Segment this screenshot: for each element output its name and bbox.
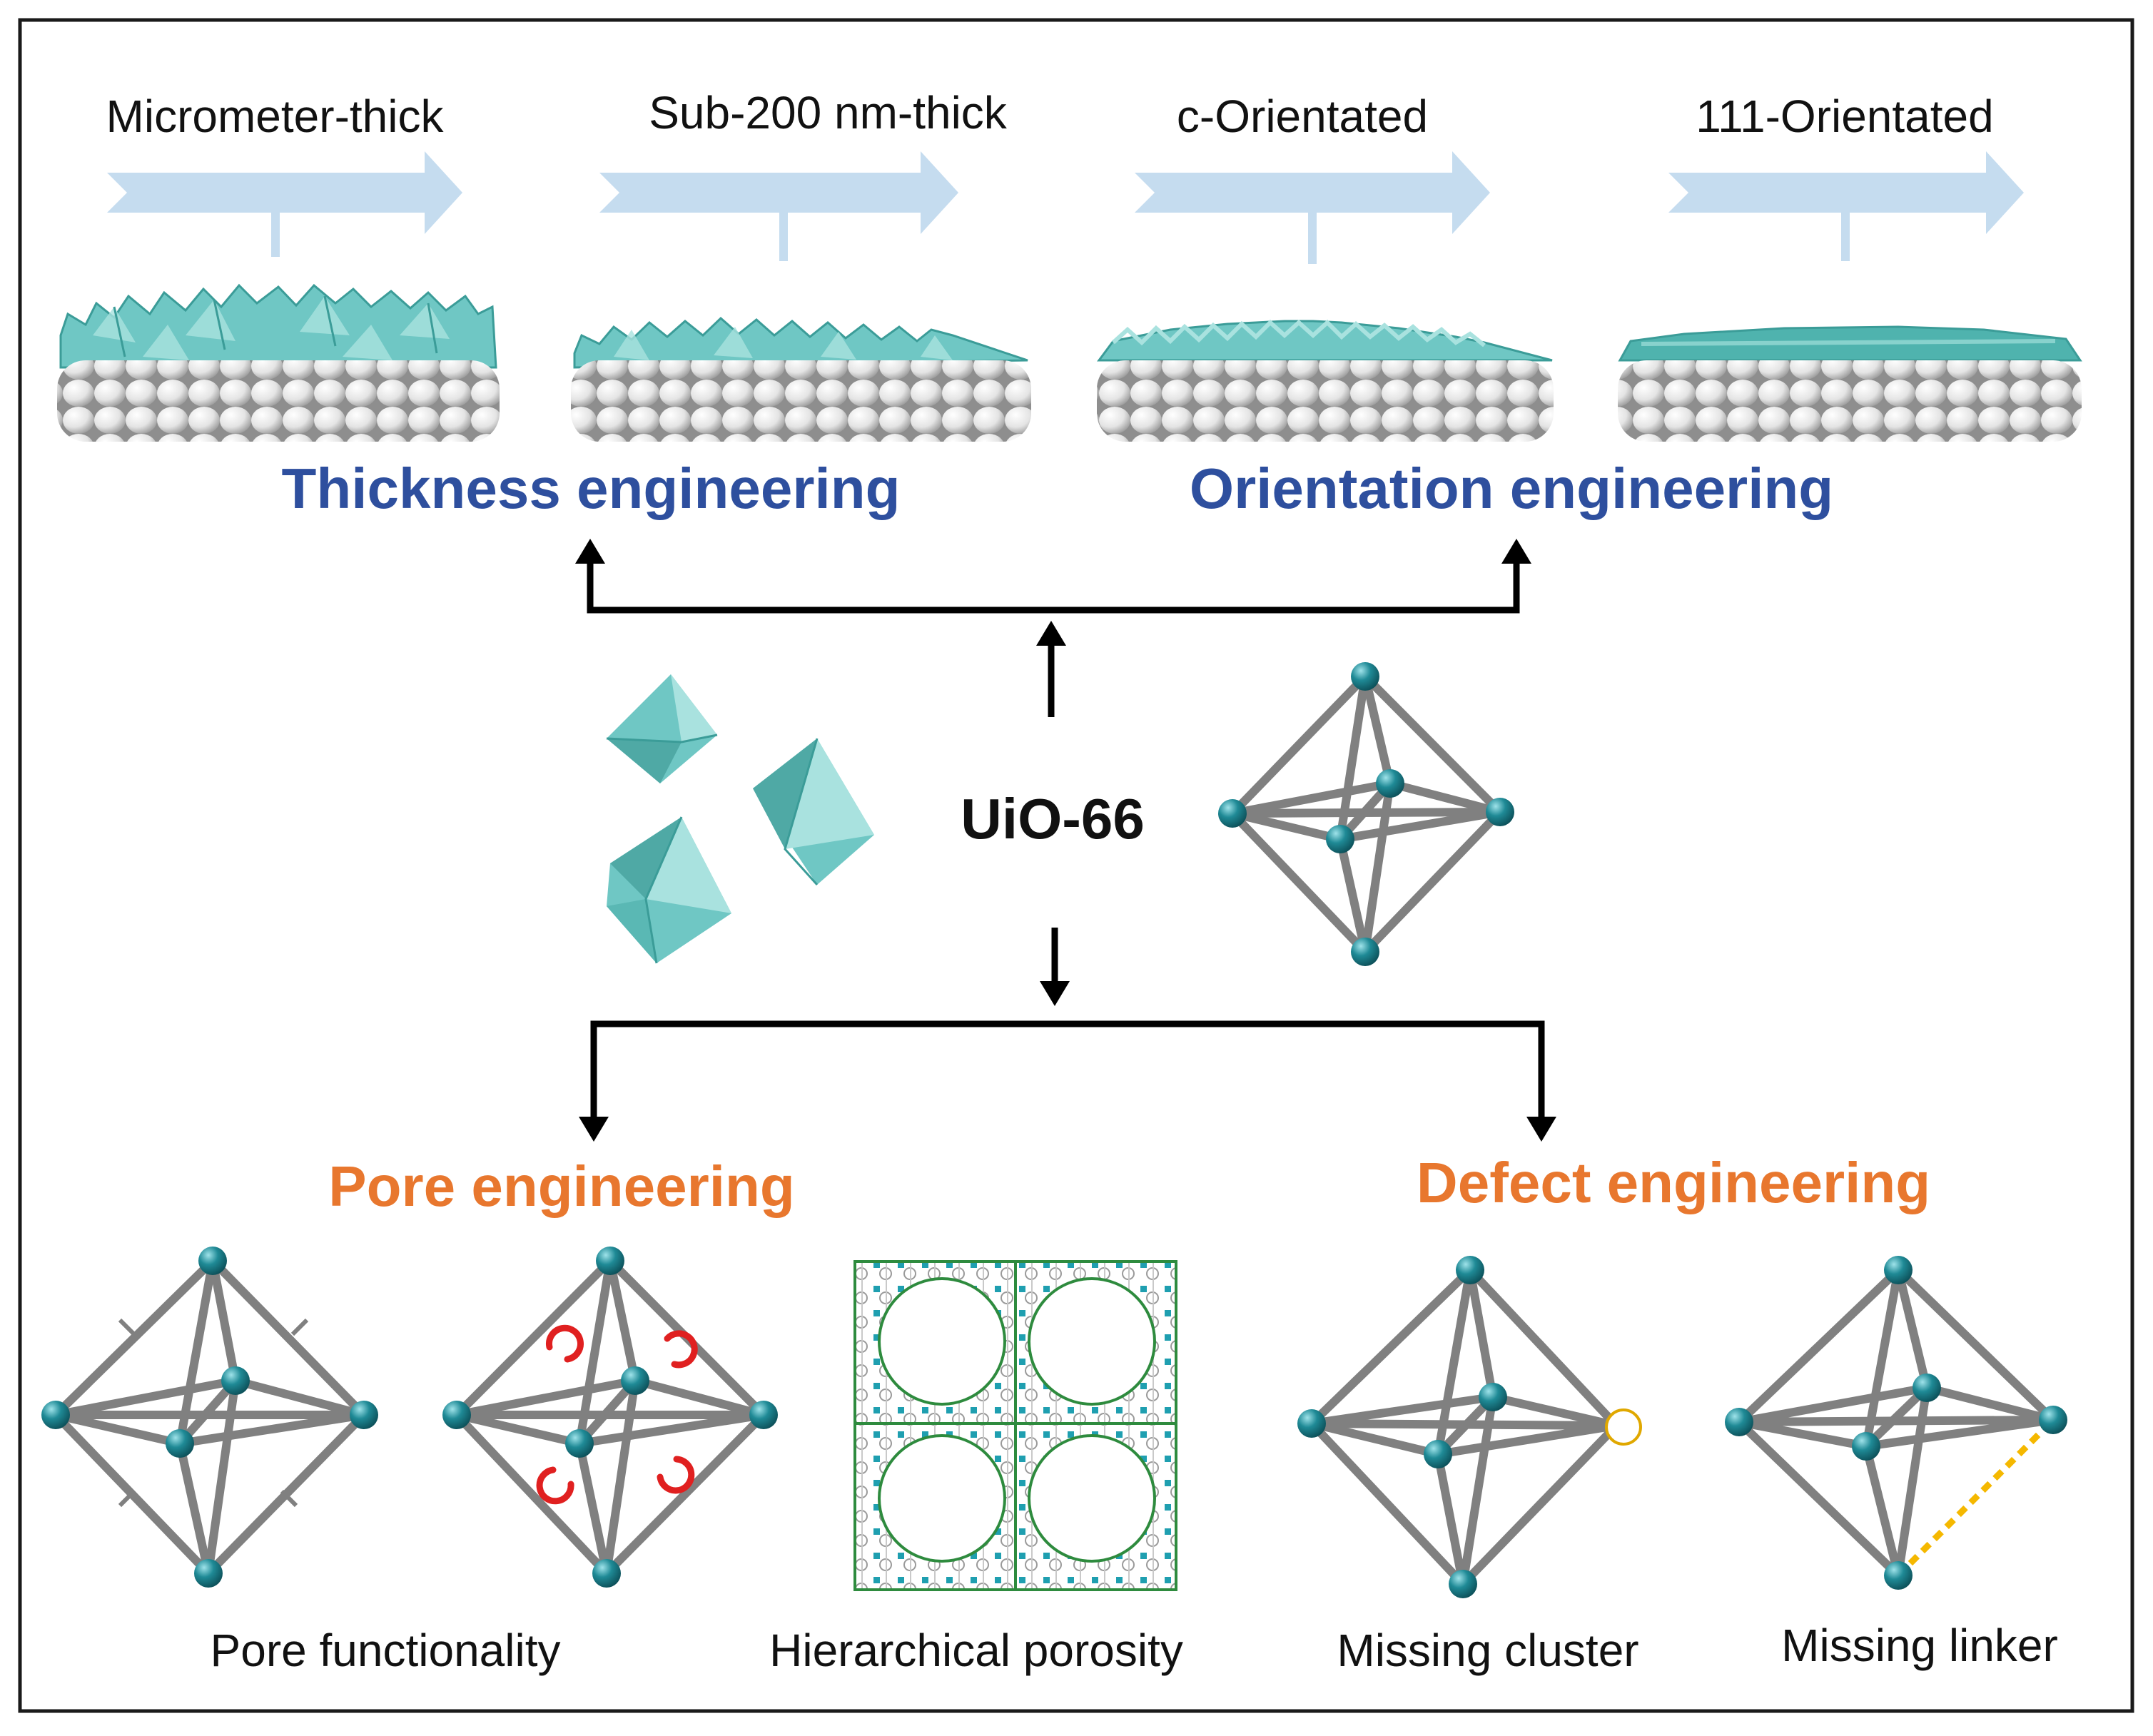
substrate-3 [1097, 360, 1554, 442]
uio66-label: UiO-66 [961, 787, 1145, 851]
lower-arrowheads [579, 981, 1556, 1142]
label-hierarchical-porosity: Hierarchical porosity [769, 1625, 1183, 1676]
node [1725, 1408, 1753, 1436]
node [350, 1401, 378, 1429]
functional-groups [536, 1324, 698, 1505]
node [198, 1247, 227, 1275]
stage-micrometer-thick: Micrometer-thick [106, 91, 462, 257]
missing-cluster-vacancy [1605, 1408, 1642, 1446]
node [1376, 769, 1404, 798]
substrate-1 [57, 360, 500, 442]
hierarchical-porosity-lattice [853, 1260, 1177, 1591]
mesopore [1028, 1434, 1156, 1563]
node [596, 1247, 624, 1275]
node [41, 1401, 70, 1429]
node [1479, 1383, 1507, 1411]
stage-arrow-1 [107, 151, 462, 234]
film-111-orientated [1618, 325, 2082, 442]
mesopore [878, 1434, 1006, 1563]
label-missing-linker: Missing linker [1781, 1620, 2058, 1671]
stage-arrow-2 [599, 151, 958, 234]
node [565, 1429, 594, 1458]
film-micrometer-thick [57, 283, 500, 442]
film-c-orientated [1097, 319, 1554, 442]
crystal-2 [753, 738, 874, 886]
octahedron-pore-functionality-1 [41, 1247, 378, 1588]
stage-sub200-thick: Sub-200 nm-thick [599, 87, 1008, 261]
uio66-crystals [606, 674, 874, 964]
node [1884, 1561, 1913, 1590]
stage-label-micrometer-thick: Micrometer-thick [106, 91, 445, 142]
stage-label-c-orientated: c-Orientated [1177, 91, 1428, 142]
substrate-4 [1618, 360, 2082, 442]
octahedron-pore-functionality-2 [442, 1247, 778, 1588]
missing-linker-dashed [1895, 1417, 2056, 1578]
label-missing-cluster: Missing cluster [1337, 1625, 1638, 1676]
orientation-engineering-title: Orientation engineering [1190, 457, 1833, 520]
node [221, 1366, 250, 1395]
stage-arrow-stem-4 [1841, 213, 1850, 261]
node [1852, 1432, 1880, 1461]
node [1326, 825, 1354, 853]
node [1449, 1570, 1477, 1598]
node [1913, 1374, 1941, 1402]
label-pore-functionality: Pore functionality [211, 1625, 561, 1676]
stage-arrow-3 [1135, 151, 1490, 234]
stage-arrow-stem-2 [779, 213, 788, 261]
upper-arrowheads [575, 539, 1531, 646]
octahedron-missing-linker [1725, 1256, 2067, 1590]
defect-engineering-title: Defect engineering [1417, 1151, 1930, 1214]
node [1884, 1256, 1913, 1284]
node [1351, 938, 1379, 966]
node [442, 1401, 471, 1429]
stage-c-orientated: c-Orientated [1135, 91, 1490, 264]
uio66-octahedron [1218, 662, 1514, 966]
node [2039, 1406, 2067, 1434]
node [621, 1366, 649, 1395]
node [194, 1559, 223, 1588]
node [1424, 1440, 1452, 1468]
stage-label-sub200-thick: Sub-200 nm-thick [649, 87, 1008, 138]
node [1456, 1256, 1484, 1284]
crystal-3 [607, 816, 731, 964]
node [592, 1559, 621, 1588]
stage-arrow-4 [1668, 151, 2024, 234]
mesopore [878, 1277, 1006, 1406]
octahedron-missing-cluster [1297, 1256, 1642, 1598]
substrate-2 [571, 360, 1031, 442]
node [1351, 662, 1379, 691]
node [166, 1429, 194, 1458]
lower-connector [590, 928, 1545, 1120]
stage-arrow-stem-3 [1308, 213, 1317, 264]
pore-engineering-title: Pore engineering [328, 1154, 794, 1218]
mesopore [1028, 1277, 1156, 1406]
node [749, 1401, 778, 1429]
thickness-engineering-title: Thickness engineering [282, 457, 901, 520]
crystal-1 [606, 674, 718, 783]
node [1486, 798, 1514, 826]
stage-arrow-stem-1 [271, 213, 280, 257]
film-sub200-thick [571, 316, 1031, 442]
node [1297, 1409, 1326, 1438]
stage-label-111-orientated: 111-Orientated [1696, 91, 1993, 142]
stage-111-orientated: 111-Orientated [1668, 91, 2024, 261]
node [1218, 799, 1247, 828]
